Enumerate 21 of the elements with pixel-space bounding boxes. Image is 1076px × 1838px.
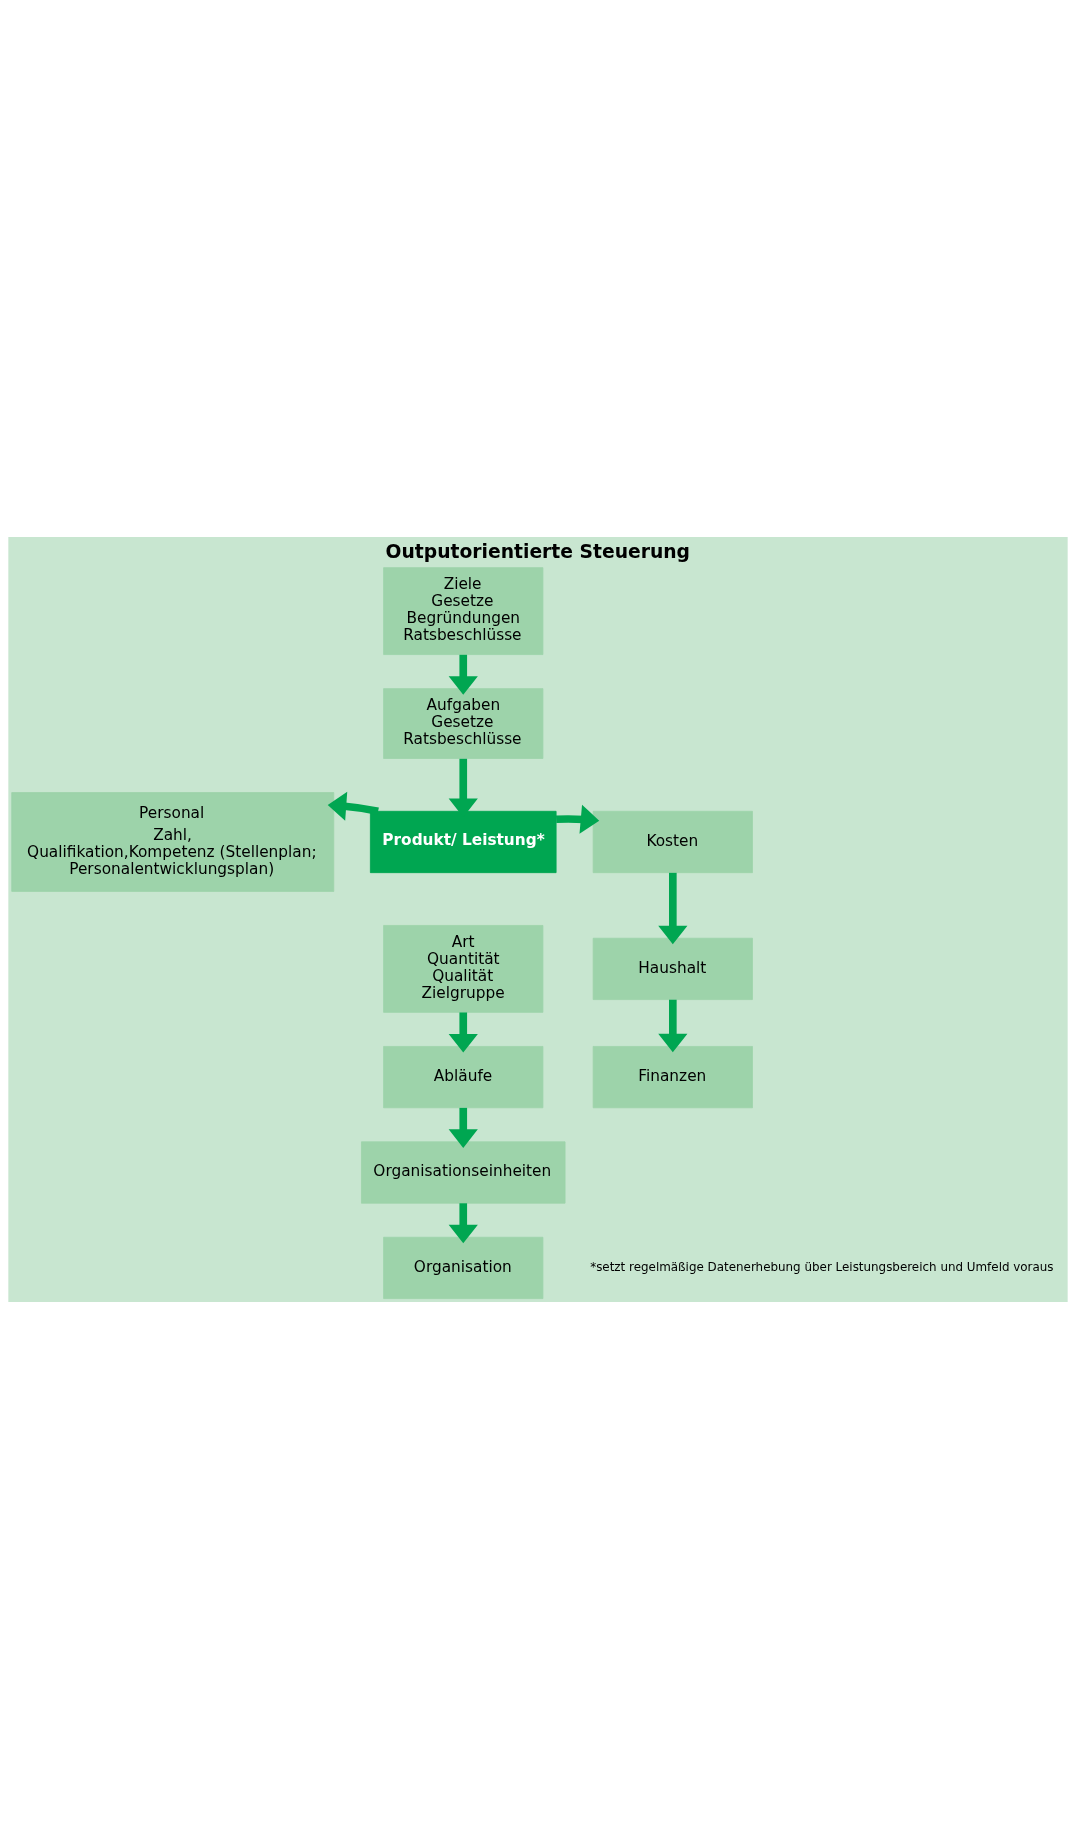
node-box: Ziele Gesetze Begründungen Ratsbeschlüsse [383, 566, 544, 655]
diagram-title: Outputorientierte Steuerung [385, 540, 691, 562]
node-box: Organisationseinheiten [361, 1140, 566, 1204]
arrow [448, 1107, 478, 1148]
arrow [327, 791, 379, 821]
node-box: Finanzen [592, 1045, 753, 1108]
node-box: Personal Zahl, Qualifikation,Kompetenz (Stellenplan; Personalentwicklungsplan) [11, 791, 335, 892]
arrow [448, 1011, 478, 1052]
node-box: Organisation [383, 1236, 544, 1299]
label: *setzt regelmäßige Datenerhebung über Leistungsbereich und Umfeld voraus [590, 1259, 1054, 1274]
arrow [658, 999, 688, 1052]
arrow [658, 872, 688, 944]
node-box: Aufgaben Gesetze Ratsbeschlüsse [383, 687, 544, 759]
arrow [448, 654, 478, 695]
node-box: Art Quantität Qualität Zielgruppe [383, 924, 544, 1013]
node-box: Abläufe [383, 1045, 544, 1108]
node-box: Produkt/ Leistung* [369, 810, 557, 873]
node-box: Haushalt [592, 937, 753, 1000]
arrow [556, 804, 600, 834]
arrow [448, 1202, 478, 1243]
node-box: Kosten [592, 810, 753, 873]
